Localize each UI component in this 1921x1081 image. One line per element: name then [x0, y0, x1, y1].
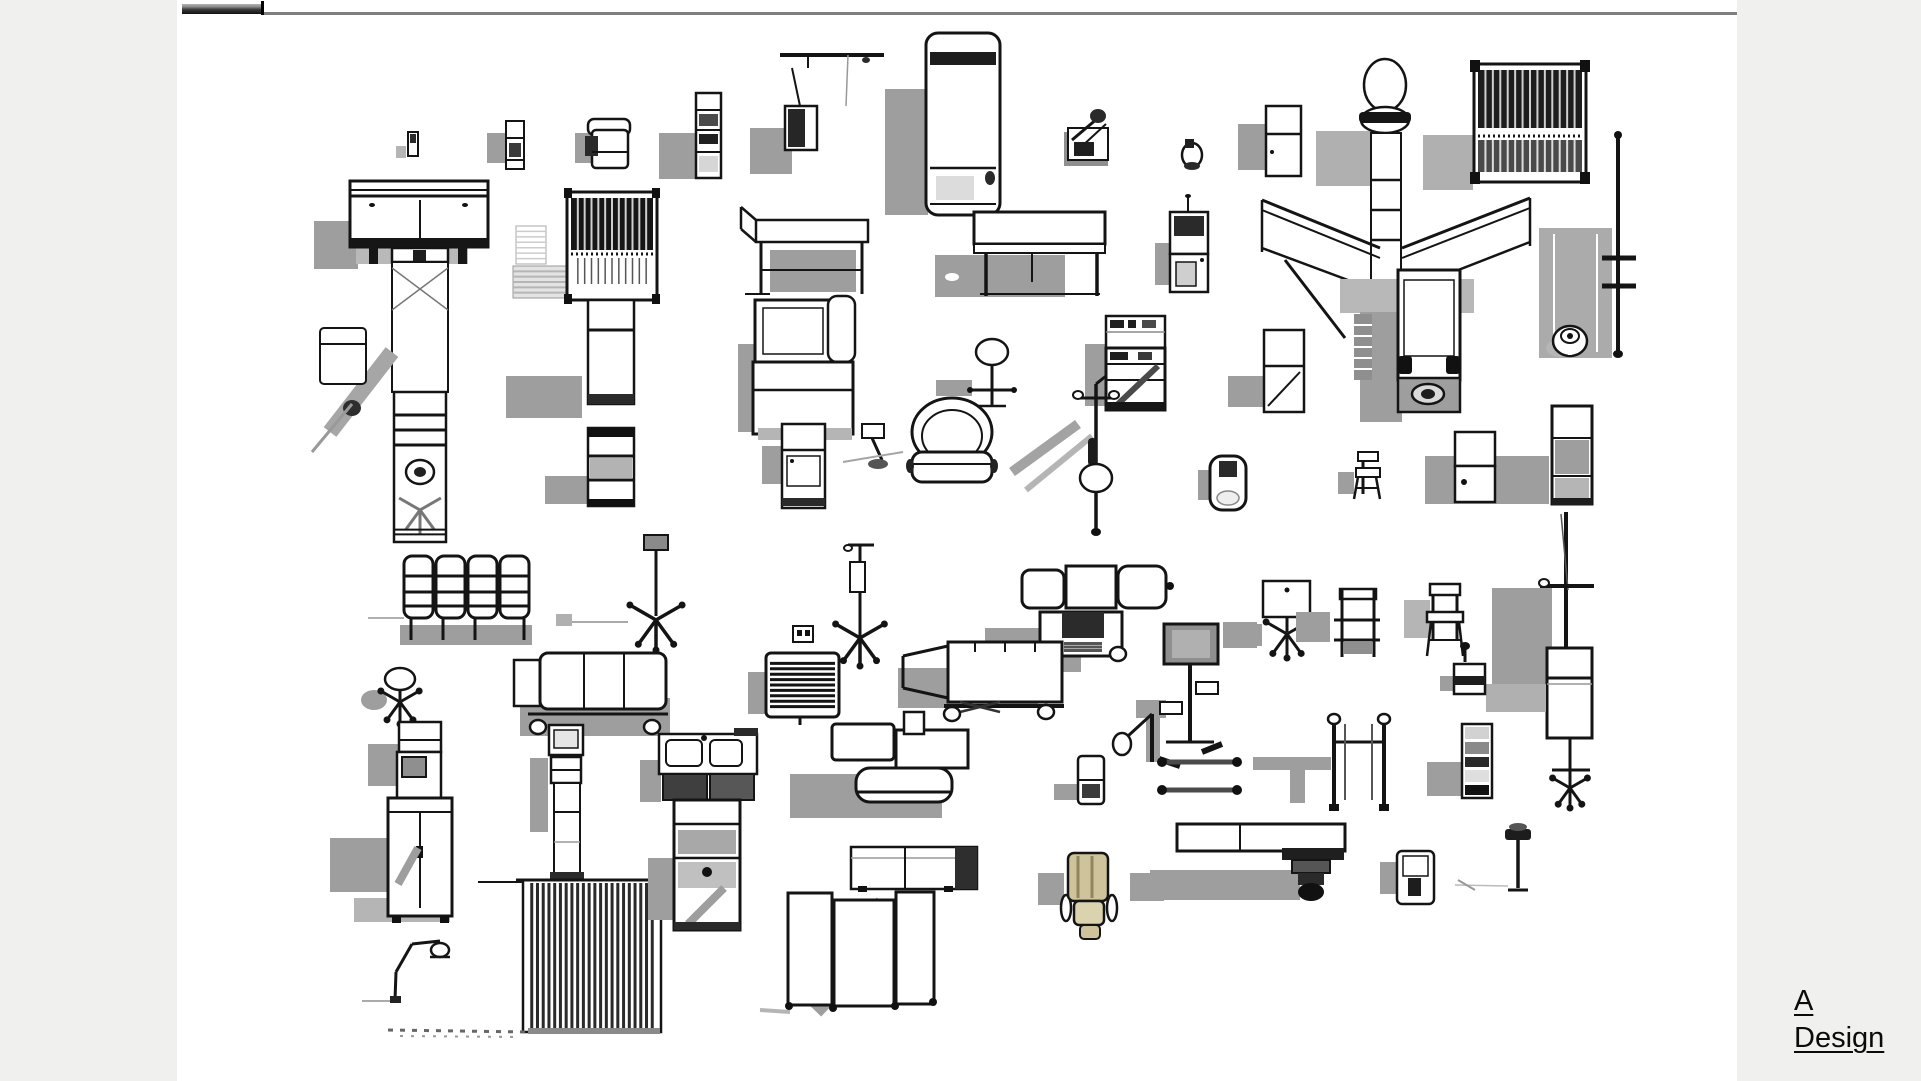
sink-unit[interactable]	[640, 728, 759, 802]
crib-cabinet[interactable]	[506, 298, 636, 418]
tiny-phone[interactable]	[396, 131, 419, 158]
drawer-cart[interactable]	[648, 798, 742, 932]
wheelchair[interactable]	[1038, 851, 1164, 940]
vitals-cart[interactable]	[530, 723, 585, 881]
crib-dark[interactable]	[1423, 60, 1590, 190]
spot-monitor-stand[interactable]	[1230, 579, 1312, 662]
bedside-cabinet[interactable]	[762, 422, 827, 510]
stool-low[interactable]	[361, 666, 423, 728]
med-cart[interactable]	[1085, 314, 1167, 412]
storage-tower[interactable]	[1427, 722, 1494, 800]
truck-van[interactable]	[1354, 268, 1462, 422]
lounge-set[interactable]	[738, 294, 857, 440]
high-chair[interactable]	[1404, 582, 1465, 657]
fridge-open-door[interactable]	[1228, 328, 1306, 414]
iv-stand-hook[interactable]	[556, 534, 686, 654]
utility-cart-sm[interactable]	[1054, 754, 1106, 806]
exam-table[interactable]	[935, 210, 1107, 297]
scrollbar-thumb-edge	[261, 1, 264, 15]
brand-link[interactable]: A Design	[1794, 983, 1884, 1057]
wall-cabinet-2door[interactable]	[1238, 104, 1303, 178]
suction-unit[interactable]	[1198, 454, 1248, 512]
tall-cabinet-gray[interactable]	[1550, 404, 1594, 506]
commode-chair[interactable]	[842, 396, 998, 484]
crib-mattress-pads[interactable]	[512, 225, 572, 299]
horizontal-scrollbar-track[interactable]	[263, 12, 1737, 15]
small-pitcher[interactable]	[1180, 139, 1204, 170]
mobile-xray[interactable]	[1136, 622, 1257, 769]
mini-fridge-cart[interactable]	[487, 120, 525, 170]
infusion-pump[interactable]	[1440, 642, 1546, 712]
l-desk[interactable]	[739, 206, 870, 295]
supply-shelf[interactable]	[659, 91, 723, 180]
ceiling-iv-track[interactable]	[750, 53, 884, 174]
waiting-chairs[interactable]	[368, 554, 532, 645]
lounge-chair-shadow[interactable]	[310, 327, 399, 453]
clinic-table[interactable]	[849, 845, 979, 892]
iv-pole[interactable]	[832, 543, 888, 670]
walker[interactable]	[1253, 712, 1392, 811]
drip-stand-large[interactable]	[1492, 512, 1594, 812]
ladder-tower[interactable]	[390, 246, 450, 544]
ceiling-boom[interactable]	[1150, 822, 1347, 901]
wire-shelf-sm[interactable]	[545, 426, 636, 508]
cube-cabinets[interactable]	[1425, 430, 1549, 504]
caster-wheel[interactable]	[1546, 324, 1589, 358]
ground-hatch[interactable]	[387, 1028, 529, 1038]
privacy-curtain[interactable]	[478, 878, 668, 1034]
coat-rack[interactable]	[1009, 374, 1120, 536]
step-stool-chair[interactable]	[1338, 451, 1382, 500]
crib-on-stand[interactable]	[564, 188, 660, 304]
mirror-stand[interactable]	[936, 337, 1017, 408]
transport-gurney[interactable]	[512, 651, 670, 736]
monitor-device[interactable]	[1380, 849, 1436, 906]
privacy-screen[interactable]	[759, 890, 937, 1017]
warming-cabinet[interactable]	[885, 31, 1002, 217]
instrument-tray[interactable]	[1064, 109, 1109, 166]
monitor-cart-sm[interactable]	[1155, 194, 1210, 294]
floor-lamp[interactable]	[362, 939, 451, 1003]
small-armchair[interactable]	[575, 117, 632, 170]
brand-line-1: A	[1794, 985, 1814, 1017]
mayo-stand[interactable]	[1454, 823, 1531, 892]
horizontal-scrollbar-thumb[interactable]	[182, 4, 261, 14]
patient-lift[interactable]	[1111, 712, 1242, 795]
water-cooler[interactable]	[330, 720, 454, 923]
wire-shelf[interactable]	[1296, 587, 1380, 657]
brand-line-2: Design	[1794, 1022, 1885, 1054]
exam-recliner[interactable]	[790, 710, 970, 818]
hospital-bed[interactable]	[898, 640, 1064, 723]
call-button[interactable]	[792, 625, 814, 643]
radiator[interactable]	[748, 651, 841, 725]
